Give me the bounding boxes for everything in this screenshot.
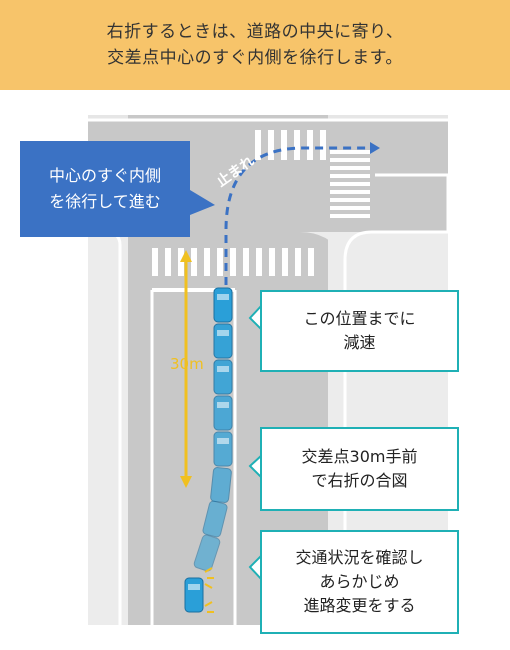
center-label-line-2: を徐行して進む [49,192,161,211]
bottom-crosswalk [152,248,314,276]
distance-arrow-bottom-icon [180,476,192,488]
lane-callout-line-3: 進路変更をする [303,596,416,615]
center-inner-label: 中心のすぐ内側 を徐行して進む [20,141,190,237]
slow-callout-line-1: この位置までに [303,309,416,328]
turn-path-arrowhead [370,142,380,154]
header-banner: 右折するときは、道路の中央に寄り、 交差点中心のすぐ内側を徐行します。 [0,0,510,90]
car-3 [213,359,233,395]
header-line-1: 右折するときは、道路の中央に寄り、 [106,22,404,42]
car-2 [213,323,233,359]
distance-label: 30m [170,355,204,373]
car-6 [210,467,232,503]
lane-callout-line-2: あらかじめ [319,572,400,591]
car-9 [184,577,204,613]
lane-callout-line-1: 交通状況を確認し [295,548,424,567]
center-label-pointer [190,190,215,215]
lane-change-callout: 交通状況を確認し あらかじめ 進路変更をする [260,530,459,634]
slow-callout-line-2: 減速 [343,333,376,352]
right-curb-corner [343,230,448,261]
top-crosswalk [255,130,326,160]
sidewalk-left [88,232,128,625]
car-1 [213,287,233,323]
car-windows [188,294,229,590]
distance-arrow-top-icon [180,250,192,262]
signal-callout: 交差点30m手前 で右折の合図 [260,427,459,511]
header-line-2: 交差点中心のすぐ内側を徐行します。 [107,48,403,68]
right-road-box [375,173,450,234]
blinker-icon [204,567,214,613]
right-crosswalk [330,150,370,218]
car-5 [213,431,233,467]
car-4 [213,395,233,431]
car-7 [202,500,228,538]
signal-callout-line-1: 交差点30m手前 [301,447,418,466]
center-label-line-1: 中心のすぐ内側 [48,166,161,185]
signal-callout-line-2: で右折の合図 [311,471,408,490]
slow-down-callout: この位置までに 減速 [260,290,459,372]
car-8 [193,534,221,572]
turn-path-line [224,146,375,285]
